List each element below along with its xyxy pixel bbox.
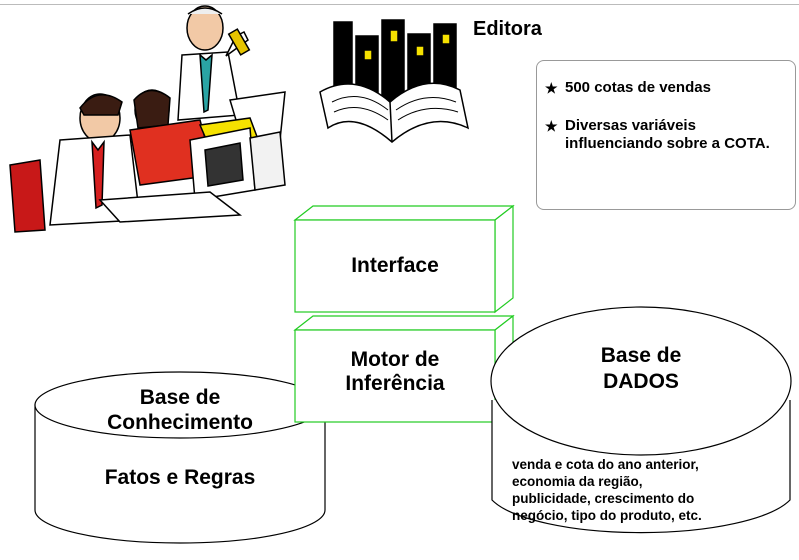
note-text: 500 cotas de vendas <box>565 79 711 96</box>
engine-label-line1: Motor de <box>350 348 440 371</box>
database-details: venda e cota do ano anterior, economia d… <box>512 456 792 524</box>
database-line1: Base de <box>600 344 682 367</box>
database-detail-line: publicidade, crescimento do <box>512 491 695 506</box>
database-detail-line: venda e cota do ano anterior, <box>512 457 699 472</box>
star-icon: ★ <box>545 80 558 96</box>
office-clipart <box>9 5 286 233</box>
knowledge-base-content: Fatos e Regras <box>104 466 256 489</box>
star-icon: ★ <box>545 118 558 134</box>
interface-label: Interface <box>351 254 439 277</box>
note-item: ★ 500 cotas de vendas <box>537 79 795 97</box>
seated-man-figure <box>9 93 243 233</box>
database-line2: DADOS <box>603 370 679 393</box>
top-rule <box>0 4 799 5</box>
computer-figure <box>189 127 286 201</box>
publisher-title: Editora <box>473 18 542 40</box>
engine-label-line2: Inferência <box>345 372 445 395</box>
books-clipart <box>319 19 470 143</box>
knowledge-base-line2: Conhecimento <box>107 411 253 434</box>
knowledge-base-line1: Base de <box>139 386 221 409</box>
database-detail-line: economia da região, <box>512 474 643 489</box>
database-detail-line: negócio, tipo do produto, etc. <box>512 508 702 523</box>
note-text: Diversas variáveis influenciando sobre a… <box>565 117 770 152</box>
note-item: ★ Diversas variáveis influenciando sobre… <box>537 117 795 153</box>
notes-panel: ★ 500 cotas de vendas ★ Diversas variáve… <box>536 60 796 210</box>
